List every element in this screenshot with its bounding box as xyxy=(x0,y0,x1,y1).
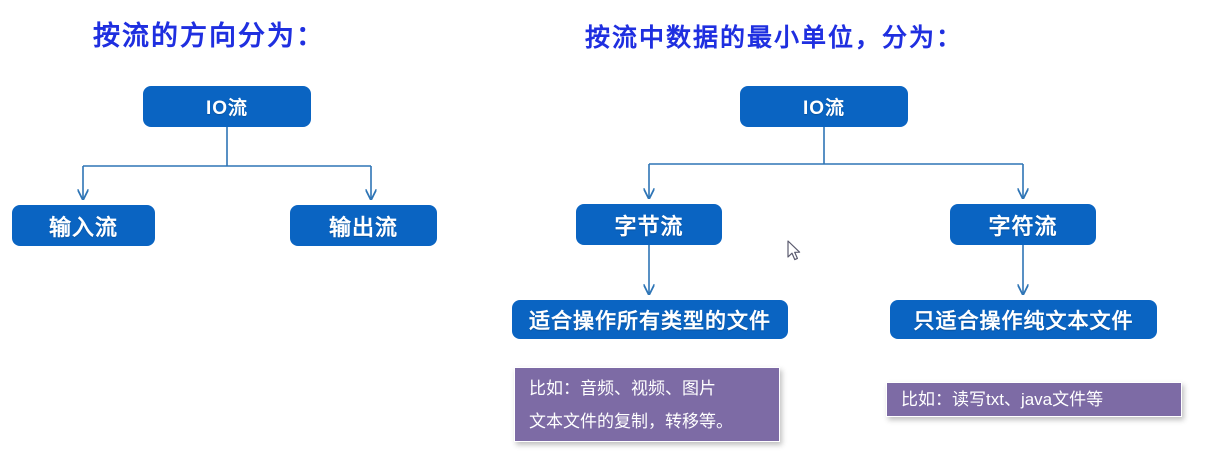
node-right-root-io-stream[interactable]: IO流 xyxy=(740,86,908,127)
node-character-stream-description[interactable]: 只适合操作纯文本文件 xyxy=(890,300,1157,339)
note-byte-stream-examples: 比如：音频、视频、图片 文本文件的复制，转移等。 xyxy=(514,367,780,442)
node-output-stream[interactable]: 输出流 xyxy=(290,205,437,246)
node-input-stream[interactable]: 输入流 xyxy=(12,205,155,246)
right-section-title: 按流中数据的最小单位，分为： xyxy=(585,23,964,52)
note-line: 比如：音频、视频、图片 xyxy=(529,379,716,398)
note-line: 比如：读写txt、java文件等 xyxy=(901,390,1104,409)
node-byte-stream[interactable]: 字节流 xyxy=(576,204,722,245)
node-character-stream[interactable]: 字符流 xyxy=(950,204,1096,245)
left-section-title: 按流的方向分为： xyxy=(93,21,325,52)
node-byte-stream-description[interactable]: 适合操作所有类型的文件 xyxy=(512,300,788,339)
arrow-cursor-icon xyxy=(787,240,801,261)
note-character-stream-examples: 比如：读写txt、java文件等 xyxy=(886,382,1182,417)
node-left-root-io-stream[interactable]: IO流 xyxy=(143,86,311,127)
note-line: 文本文件的复制，转移等。 xyxy=(529,412,733,431)
